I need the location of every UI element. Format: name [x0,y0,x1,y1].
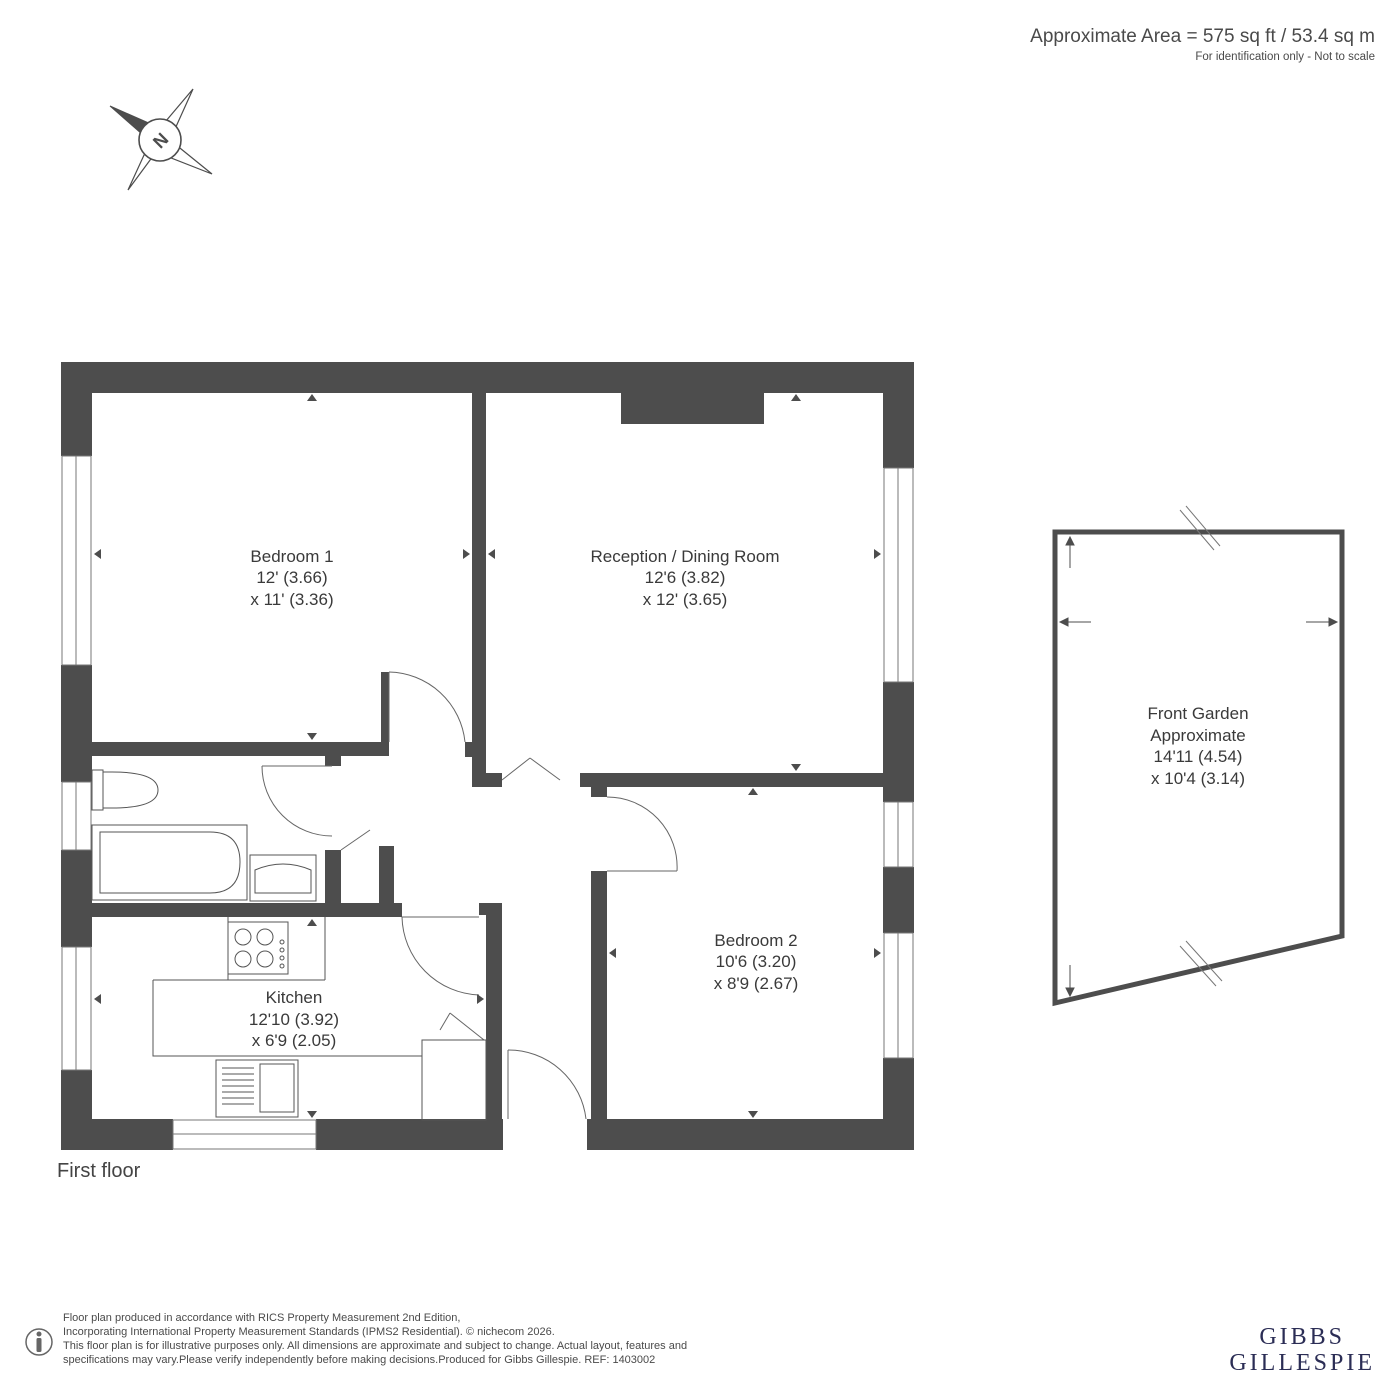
reception-name: Reception / Dining Room [591,547,780,566]
approximate-area: Approximate Area = 575 sq ft / 53.4 sq m [1030,26,1375,47]
bath-icon [91,824,248,901]
basin-icon [249,854,317,902]
bedroom1-name: Bedroom 1 [250,547,333,566]
bedroom2-dim1: 10'6 (3.20) [716,952,797,971]
reception-dim1: 12'6 (3.82) [645,568,726,587]
bedroom2-name: Bedroom 2 [714,931,797,950]
hob-icon [227,921,289,975]
footer-line4: specifications may vary.Please verify in… [63,1354,656,1366]
bedroom1-dim1: 12' (3.66) [256,568,327,587]
garden-dim2: x 10'4 (3.14) [1151,769,1245,788]
person-icon [25,1328,53,1356]
scale-note: For identification only - Not to scale [1195,51,1375,63]
brand-line2: GILLESPIE [1229,1350,1375,1376]
brand-logo: GIBBS GILLESPIE [1229,1324,1375,1376]
doors [261,671,678,1120]
front-garden [1052,505,1345,1007]
kitchen-name: Kitchen [266,988,323,1007]
reception-dim2: x 12' (3.65) [643,590,728,609]
garden-name: Front Garden [1147,704,1248,723]
windows [61,455,914,1150]
sink-icon [215,1059,299,1118]
toilet-icon [102,771,159,809]
footer-disclaimer: Floor plan produced in accordance with R… [63,1311,763,1367]
footer-line3: This floor plan is for illustrative purp… [63,1340,688,1352]
walls [61,362,914,1150]
bedroom1-dim2: x 11' (3.36) [250,590,333,609]
fixtures [91,769,487,1121]
bedroom2-dim2: x 8'9 (2.67) [714,974,799,993]
toilet-cistern [91,769,104,811]
floor-label: First floor [57,1160,141,1182]
garden-name2: Approximate [1150,726,1245,745]
compass-icon: N [109,88,213,191]
footer-line2: Incorporating International Property Mea… [63,1326,555,1338]
garden-dim1: 14'11 (4.54) [1154,747,1243,766]
kitchen-dim2: x 6'9 (2.05) [252,1031,337,1050]
brand-line1: GIBBS [1259,1324,1346,1350]
dimension-markers [94,394,881,1118]
drainer-icon [222,1067,254,1105]
kitchen-dim1: 12'10 (3.92) [249,1010,339,1029]
footer-line1: Floor plan produced in accordance with R… [63,1312,461,1324]
